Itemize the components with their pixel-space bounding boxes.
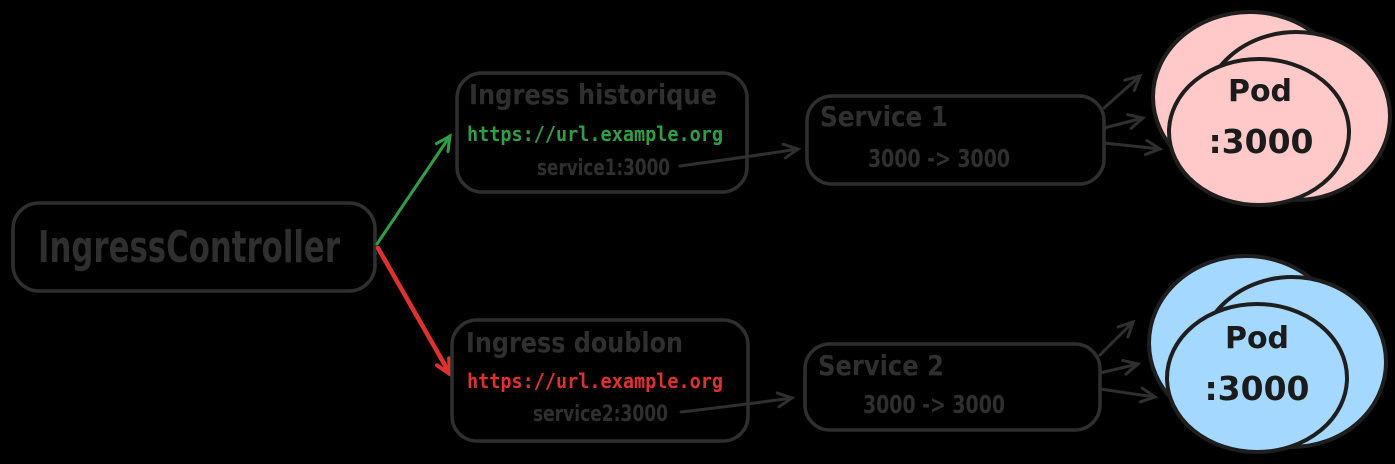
- ingress-controller-box: [11, 201, 377, 293]
- pod-ellipse-front: [1165, 302, 1349, 454]
- ingress-historique-box: [455, 71, 749, 194]
- ingress-historique-url: https://url.example.org: [467, 122, 723, 146]
- ingress-controller-node: IngressController: [11, 201, 377, 293]
- service1-box: [805, 94, 1106, 186]
- arrow-controller-to-ingress-doublon: [375, 245, 453, 378]
- ingress-doublon-url: https://url.example.org: [467, 369, 723, 393]
- ingress-historique-node: Ingress historique https://url.example.o…: [455, 71, 749, 194]
- pod-ellipse-front: [1167, 57, 1351, 207]
- service1-title: Service 1: [820, 100, 948, 133]
- ingress-doublon-title: Ingress doublon: [466, 326, 683, 359]
- ingress-historique-title: Ingress historique: [469, 78, 717, 111]
- ingress-doublon-box: [450, 318, 750, 443]
- arrow-service1-to-pod-1: [1102, 73, 1143, 110]
- service1-node: Service 1 3000 -> 3000: [805, 94, 1106, 186]
- service2-node: Service 2 3000 -> 3000: [803, 342, 1102, 432]
- pod-historique-label: Pod: [1228, 74, 1292, 109]
- pod-cluster-historique: Pod :3000: [1151, 10, 1392, 207]
- arrow-controller-to-ingress-historique: [375, 133, 452, 246]
- ingress-controller-label: IngressController: [38, 222, 340, 273]
- arrow-service2-to-pod-1: [1098, 319, 1136, 357]
- arrow-service2-to-pod-2: [1098, 358, 1142, 376]
- arrow-service2-to-pod-3: [1098, 386, 1159, 404]
- arrow-service1-to-pod-2: [1102, 113, 1147, 130]
- service1-port-mapping: 3000 -> 3000: [868, 144, 1010, 173]
- ingress-doublon-node: Ingress doublon https://url.example.org …: [450, 318, 750, 443]
- pod-doublon-label: Pod: [1225, 321, 1289, 356]
- ingress-doublon-backend: service2:3000: [533, 402, 668, 427]
- service2-port-mapping: 3000 -> 3000: [863, 390, 1005, 419]
- pod-cluster-doublon: Pod :3000: [1147, 254, 1388, 454]
- service2-box: [803, 342, 1102, 432]
- ingress-historique-backend: service1:3000: [537, 156, 670, 181]
- pod-historique-port: :3000: [1208, 122, 1313, 161]
- arrow-ingress-doublon-to-service2: [679, 391, 796, 414]
- arrow-ingress-historique-to-service1: [678, 142, 802, 168]
- pod-doublon-port: :3000: [1204, 369, 1309, 408]
- service2-title: Service 2: [818, 349, 944, 382]
- arrow-service1-to-pod-3: [1102, 139, 1164, 156]
